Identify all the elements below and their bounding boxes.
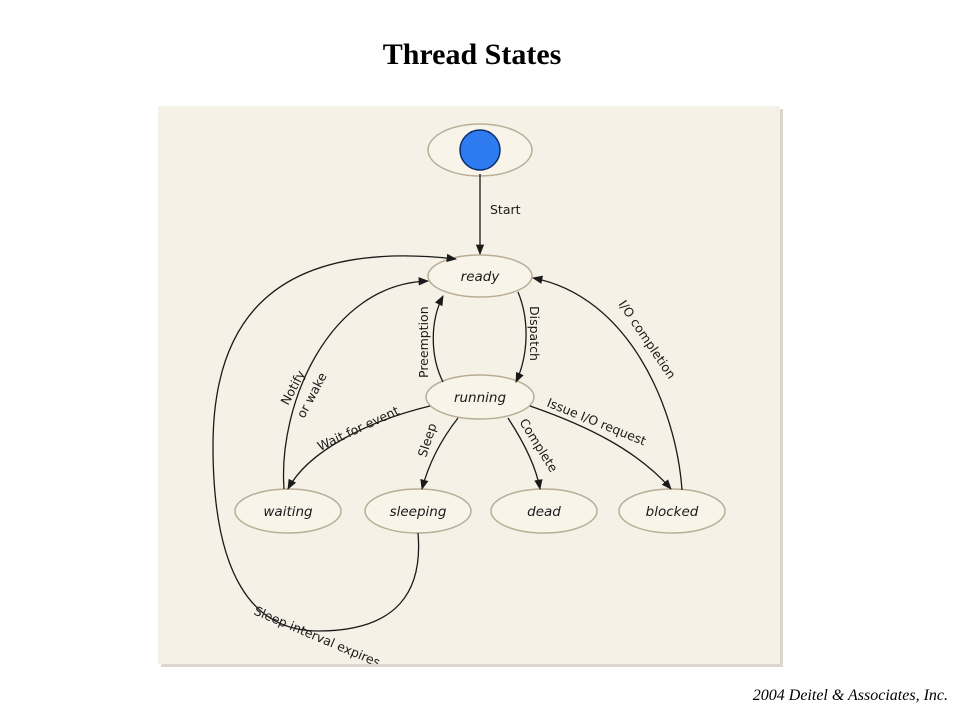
state-sleeping: sleeping: [364, 488, 472, 534]
copyright-footer: 2004 Deitel & Associates, Inc.: [752, 687, 948, 704]
thread-state-diagram: ready running waiting sleeping dead bloc…: [212, 123, 726, 664]
state-running-label: running: [454, 390, 507, 406]
label-dispatch: Dispatch: [527, 306, 542, 361]
state-dead-label: dead: [527, 504, 561, 520]
state-waiting: waiting: [234, 488, 342, 534]
label-start: Start: [490, 202, 521, 217]
state-blocked-label: blocked: [646, 504, 699, 520]
arrow-sleep-expires: [212, 253, 458, 632]
state-blocked: blocked: [618, 488, 726, 534]
state-running: running: [425, 374, 535, 420]
label-wait-for-event: Wait for event: [315, 403, 401, 454]
label-preemption: Preemption: [416, 306, 431, 378]
arrow-sleep: [420, 417, 459, 491]
label-io-completion: I/O completion: [616, 297, 680, 381]
arrow-wait-for-event: [287, 405, 431, 490]
arrow-issue-io: [529, 405, 672, 490]
state-waiting-label: waiting: [263, 504, 313, 520]
label-sleep-expires: Sleep interval expires: [252, 603, 383, 664]
label-issue-io: Issue I/O request: [545, 395, 649, 448]
arrow-io-completion: [531, 275, 683, 491]
initial-node: [427, 123, 533, 177]
arrow-dispatch: [515, 291, 527, 383]
state-sleeping-label: sleeping: [390, 504, 447, 520]
state-ready: ready: [427, 254, 533, 298]
arrow-preemption: [432, 295, 444, 383]
state-dead: dead: [490, 488, 598, 534]
arrow-notify: [282, 277, 430, 490]
label-complete: Complete: [516, 416, 561, 475]
state-ready-label: ready: [461, 269, 501, 285]
arrow-complete: [507, 417, 543, 491]
slide-title: Thread States: [382, 38, 562, 71]
